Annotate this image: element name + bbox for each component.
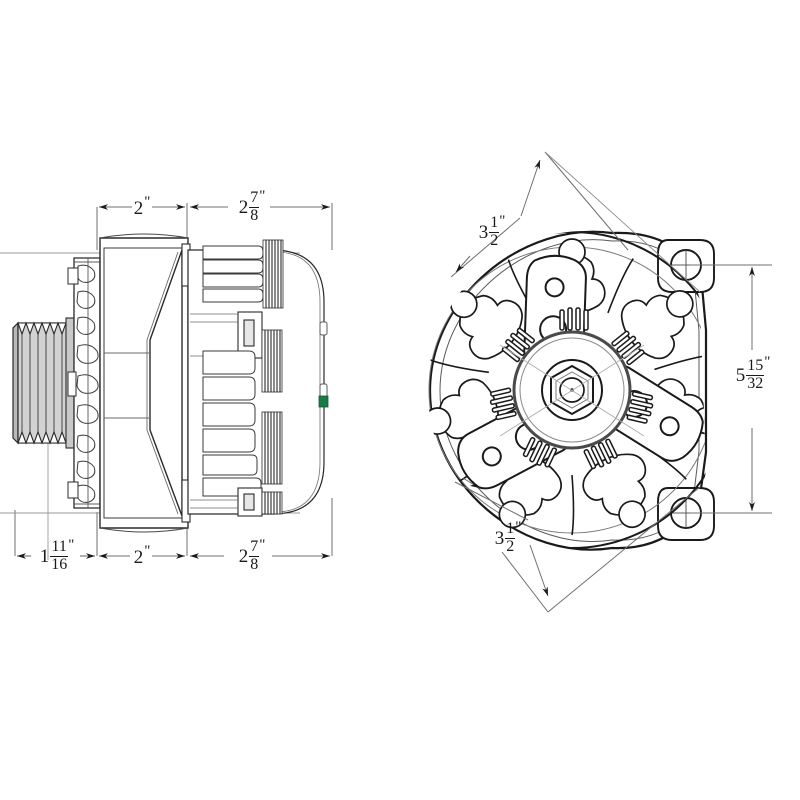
center-hub: [499, 330, 645, 450]
front-face-view: [428, 230, 715, 551]
front-dim-lower-left-lines: [454, 477, 701, 613]
top-dimension-1-label: 2": [133, 194, 151, 219]
front-dim-right-height-lines: [690, 264, 772, 514]
drive-end-housing: [67, 257, 101, 509]
stator-body: [99, 233, 191, 533]
fan-teeth: [489, 307, 654, 470]
mounting-ear-upper: [657, 239, 715, 293]
front-dim-upper-left-leader: [544, 151, 701, 293]
rectifier-fin-stack: [187, 239, 328, 517]
green-accent-marker: [318, 395, 329, 408]
bottom-dimension-2-label: 2": [133, 543, 151, 568]
drawing-geometry: [0, 151, 772, 613]
pulley: [12, 317, 75, 449]
front-dim-upper-left-lines: [450, 151, 629, 278]
